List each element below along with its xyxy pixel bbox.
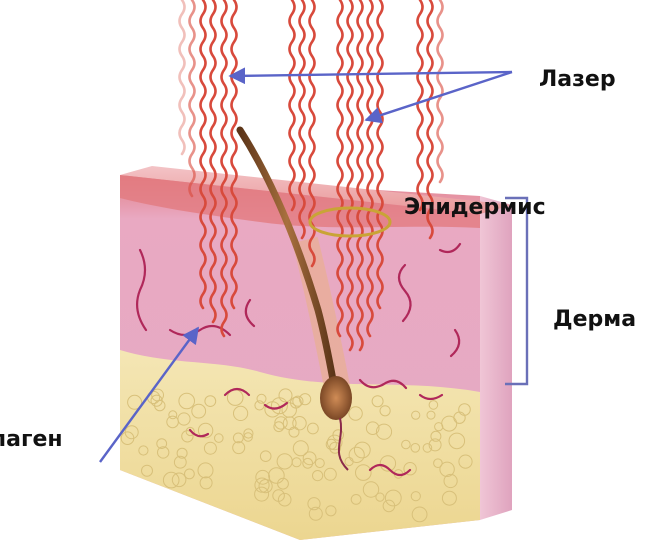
laser-beam-6	[290, 0, 295, 210]
laser-label: Лазер	[539, 69, 616, 91]
laser-beam-16	[438, 0, 443, 182]
laser-beam-1	[190, 0, 195, 196]
side-face	[480, 196, 512, 520]
collagen-label: лаген	[0, 429, 63, 451]
derma-label: Дерма	[553, 309, 636, 331]
epidermis-label: Эпидермис	[404, 197, 546, 219]
laser-beam-14	[418, 0, 423, 210]
laser-beam-0	[180, 0, 185, 154]
